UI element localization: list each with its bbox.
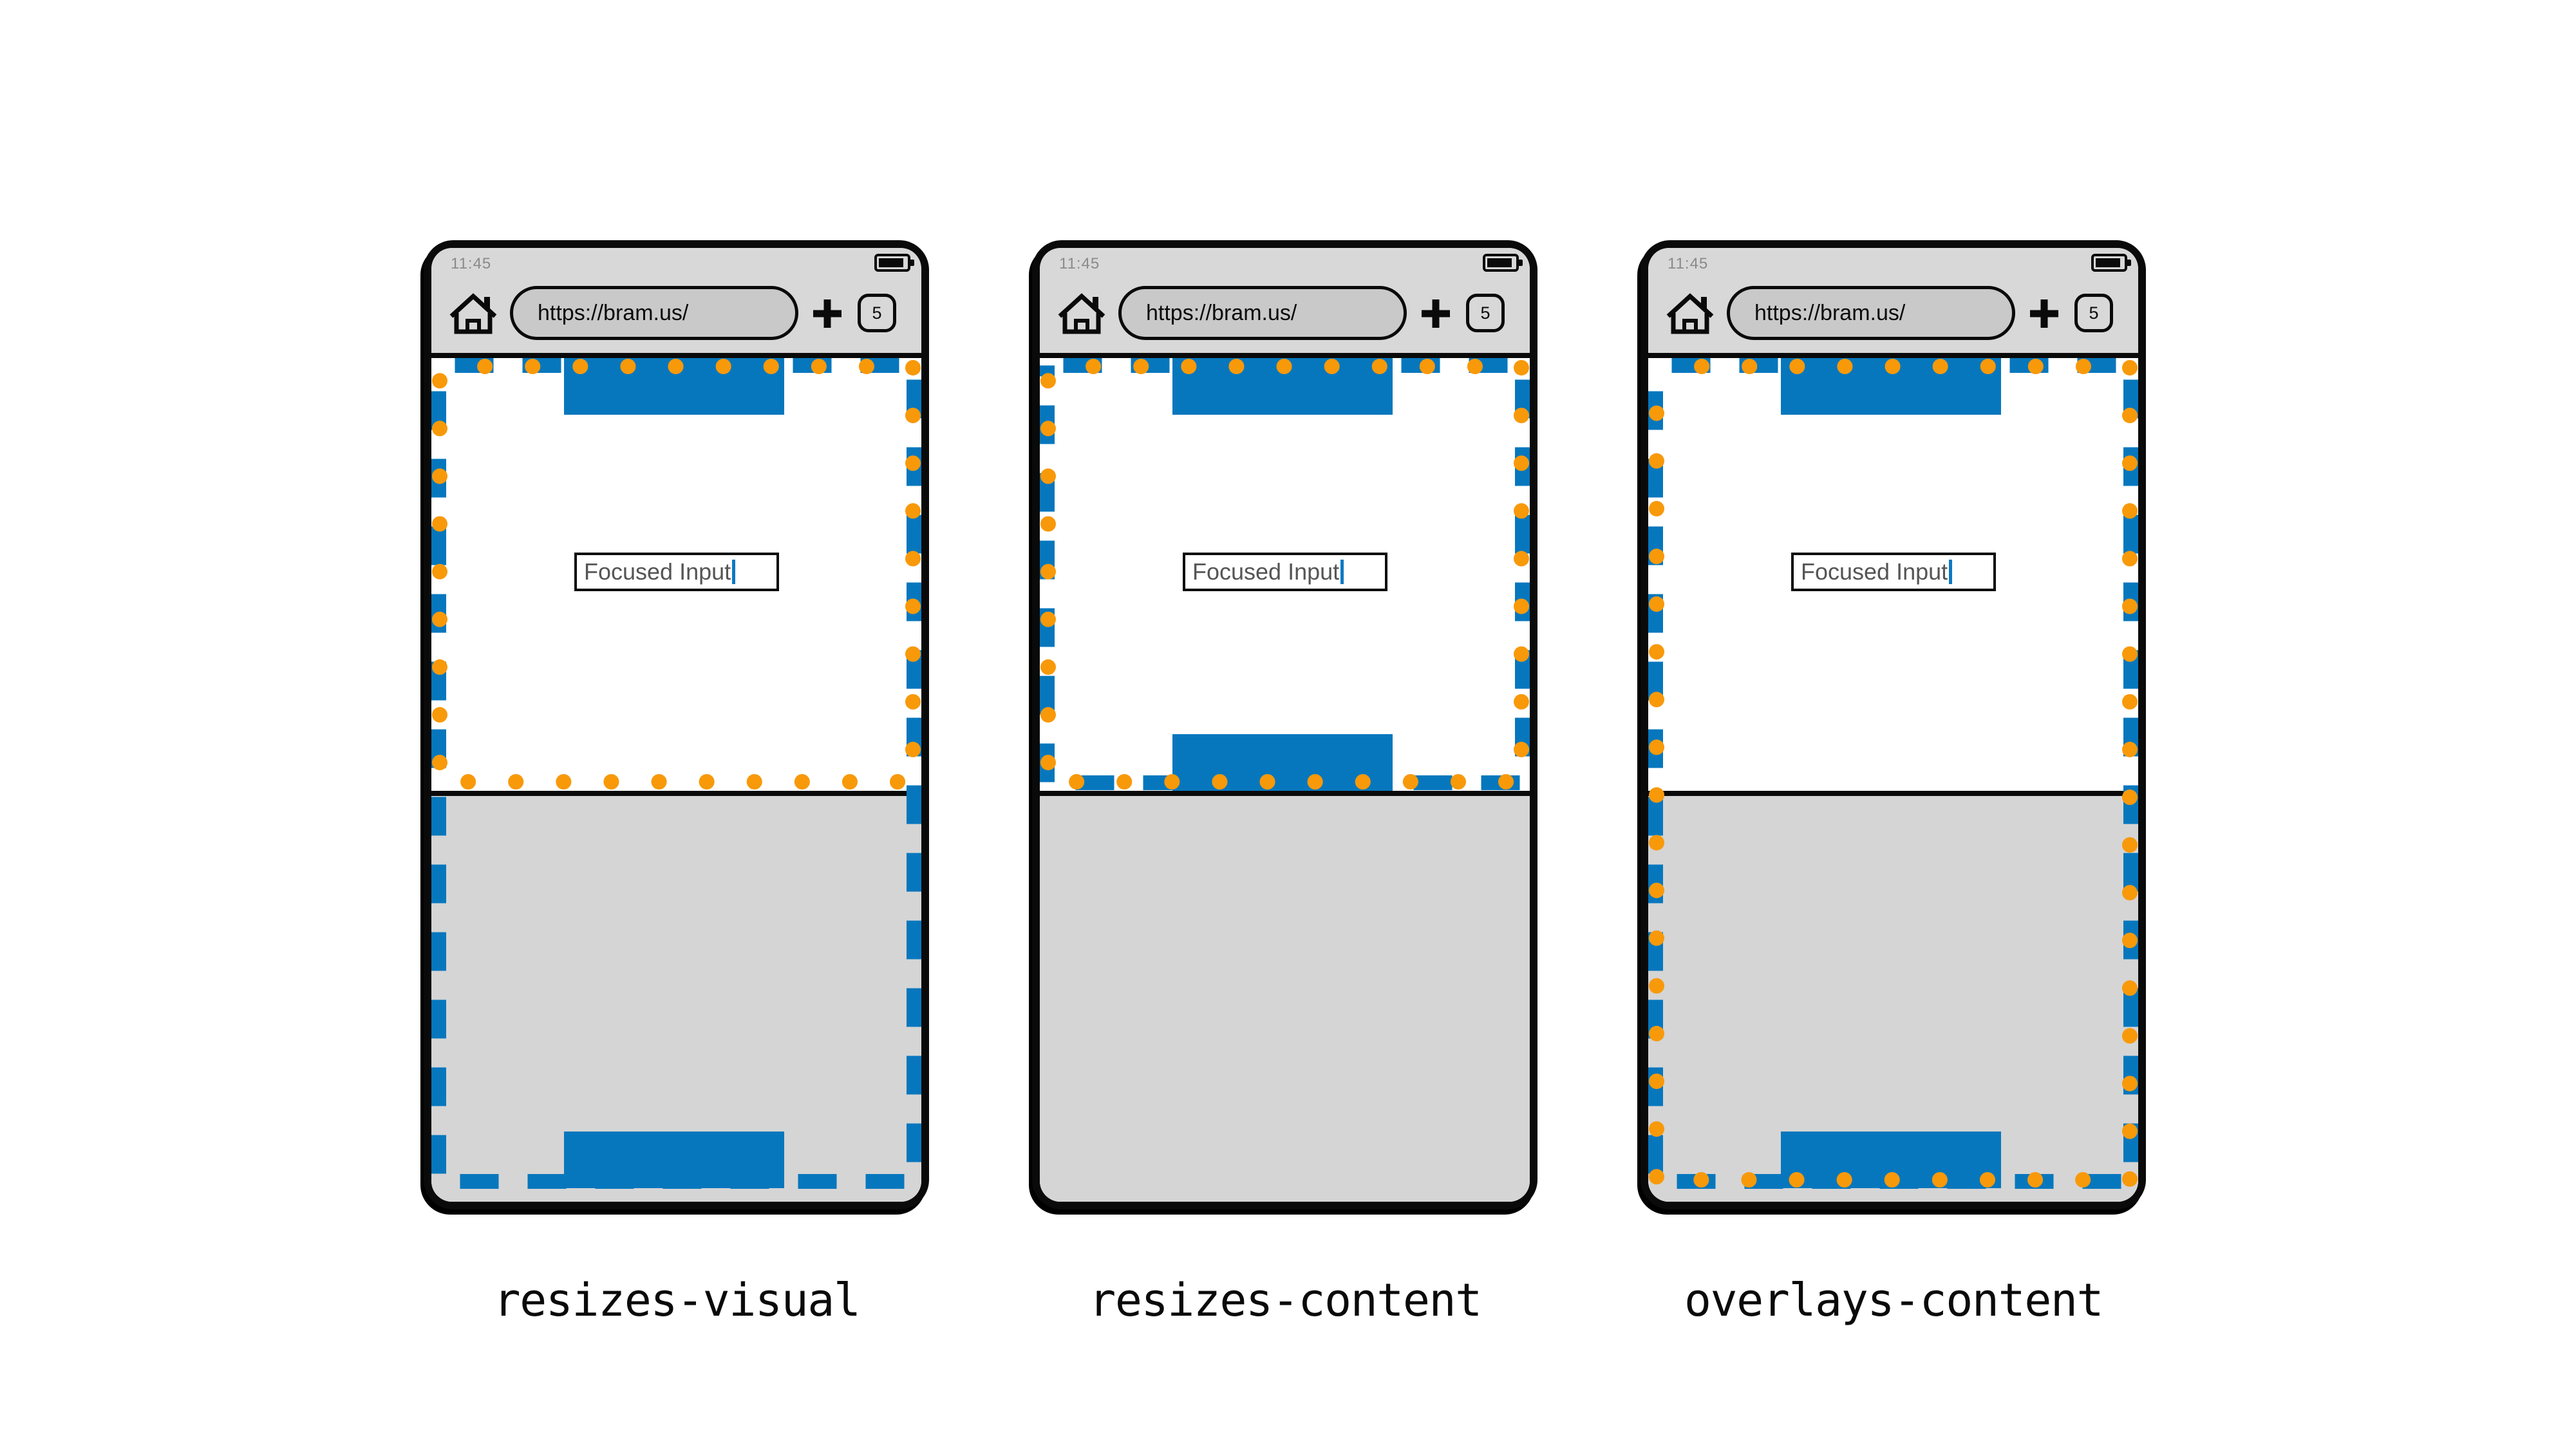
tab-count-button[interactable]: 5 (2074, 294, 2113, 332)
viewport-outlines (1648, 358, 2138, 1189)
tab-count-button[interactable]: 5 (1466, 294, 1505, 332)
toolbar-divider (1648, 353, 2138, 358)
url-bar[interactable]: https://bram.us/ (1727, 286, 2015, 340)
input-value: Focused Input (1192, 558, 1340, 585)
input-value: Focused Input (1801, 558, 1948, 585)
status-time: 11:45 (1668, 255, 1709, 272)
battery-icon (874, 254, 914, 272)
new-tab-plus-icon[interactable] (813, 299, 841, 328)
page-viewport: Focused Input (431, 358, 921, 1202)
visual-viewport-border (432, 359, 921, 790)
url-text: https://bram.us/ (1754, 300, 1906, 325)
viewport-outlines (1040, 358, 1530, 790)
home-icon[interactable] (1664, 292, 1716, 336)
keyboard-divider (1648, 791, 2138, 796)
phone-mockup: 11:45 https://bram.us/ 5 (1032, 240, 1537, 1209)
visual-viewport-border (1040, 359, 1529, 790)
layout-viewport-border (431, 358, 921, 1189)
browser-chrome: 11:45 https://bram.us/ 5 (1648, 248, 2138, 353)
status-time: 11:45 (1059, 255, 1100, 272)
focused-input[interactable]: Focused Input (1791, 553, 1996, 591)
toolbar-divider (431, 353, 921, 358)
text-caret (1340, 560, 1344, 584)
toolbar-divider (1040, 353, 1530, 358)
virtual-keyboard-area (1040, 796, 1530, 1202)
layout-viewport-border (1648, 358, 2138, 1189)
behavior-label: resizes-content (1089, 1274, 1482, 1327)
focused-input[interactable]: Focused Input (1183, 553, 1387, 591)
phone-mockup: 11:45 https://bram.us/ 5 (424, 240, 929, 1209)
text-caret (1949, 560, 1953, 584)
status-time: 11:45 (451, 255, 492, 272)
new-tab-plus-icon[interactable] (1422, 299, 1450, 328)
tab-count-button[interactable]: 5 (858, 294, 896, 332)
browser-chrome: 11:45 https://bram.us/ 5 (431, 248, 921, 353)
focused-input[interactable]: Focused Input (574, 553, 779, 591)
phone-mockup: 11:45 https://bram.us/ 5 (1641, 240, 2146, 1209)
battery-icon (2091, 254, 2131, 272)
url-bar[interactable]: https://bram.us/ (510, 286, 798, 340)
behavior-label: overlays-content (1684, 1274, 2104, 1327)
browser-chrome: 11:45 https://bram.us/ 5 (1040, 248, 1530, 353)
viewport-outlines (431, 358, 921, 1189)
battery-icon (1483, 254, 1523, 272)
text-caret (732, 560, 736, 584)
url-bar[interactable]: https://bram.us/ (1118, 286, 1407, 340)
behavior-label: resizes-visual (493, 1274, 861, 1327)
keyboard-divider (431, 791, 921, 796)
page-viewport: Focused Input (1040, 358, 1530, 1202)
url-text: https://bram.us/ (538, 300, 689, 325)
new-tab-plus-icon[interactable] (2030, 299, 2058, 328)
home-icon[interactable] (1056, 292, 1107, 336)
visual-viewport-border (1649, 359, 2138, 1188)
page-viewport: Focused Input (1648, 358, 2138, 1202)
input-value: Focused Input (584, 558, 731, 585)
home-icon[interactable] (447, 292, 499, 336)
keyboard-divider (1040, 791, 1530, 796)
url-text: https://bram.us/ (1146, 300, 1297, 325)
